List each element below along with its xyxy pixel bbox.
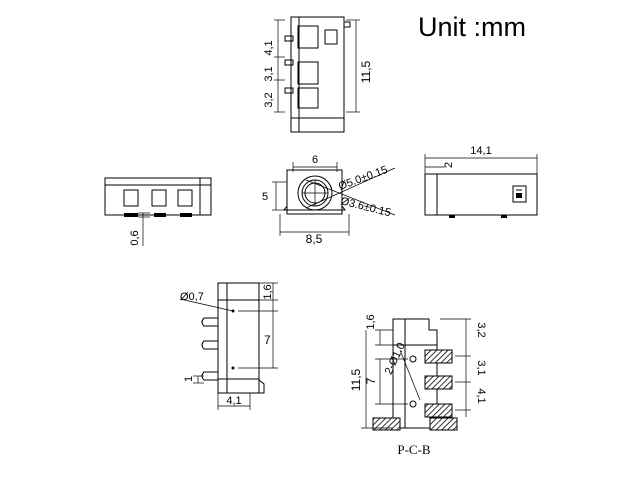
end-dim-inner-dia: Ø3.6±0.15 xyxy=(339,195,392,219)
pcb-dim-overall: 11,5 xyxy=(349,368,363,391)
end-dim-height: 5 xyxy=(262,191,268,203)
pcb-dim-r2: 3,1 xyxy=(475,360,487,375)
ll-dim-hole: Ø0,7 xyxy=(180,291,204,303)
front-dim-height: 0,6 xyxy=(129,230,141,245)
side-view xyxy=(424,154,538,218)
top-dim-overall: 11,5 xyxy=(359,60,373,83)
unit-label: Unit :mm xyxy=(418,12,526,42)
top-view xyxy=(274,16,360,133)
ll-dim-base: 4,1 xyxy=(226,395,241,407)
end-dim-bottom-width: 8,5 xyxy=(306,232,323,246)
pcb-dim-r1: 3,2 xyxy=(475,322,487,337)
pcb-dim-top: 1,6 xyxy=(365,314,377,329)
pcb-view xyxy=(361,318,471,431)
ll-dim-pitch: 7 xyxy=(264,333,271,347)
lower-left-view xyxy=(179,282,278,410)
ll-dim-small: 1 xyxy=(183,376,195,382)
side-dim-offset: 2 xyxy=(443,162,455,168)
top-dim-3: 3,2 xyxy=(263,92,275,107)
front-view xyxy=(104,177,212,246)
end-dim-top-width: 6 xyxy=(312,154,318,166)
end-dim-outer-dia: Ø5.0±0.15 xyxy=(337,164,389,193)
ll-dim-top: 1,6 xyxy=(262,284,274,299)
end-view xyxy=(272,162,396,236)
pcb-dim-r3: 4,1 xyxy=(475,388,487,403)
top-dim-2: 3,1 xyxy=(263,66,275,81)
side-dim-length: 14,1 xyxy=(470,145,491,157)
pcb-caption: P-C-B xyxy=(397,442,431,457)
pcb-dim-pitch: 7 xyxy=(364,377,378,384)
top-dim-1: 4,1 xyxy=(263,40,275,55)
